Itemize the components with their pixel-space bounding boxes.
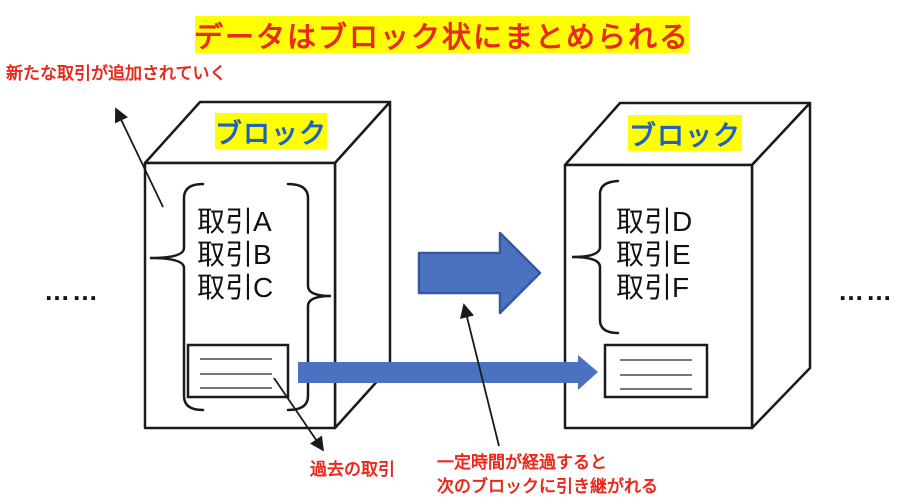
left-block-close-brace <box>286 182 332 412</box>
annotation-handover-line1: 一定時間が経過すると <box>437 453 607 472</box>
left-block-transactions: 取引A 取引B 取引C <box>197 205 273 304</box>
past-transactions-arrow <box>273 377 325 452</box>
transaction-b: 取引B <box>197 239 272 270</box>
new-transactions-arrow <box>114 107 164 208</box>
chain-ellipsis-left: …… <box>44 276 100 306</box>
annotation-handover: 一定時間が経過すると 次のブロックに引き継がれる <box>437 451 658 499</box>
right-block-transactions: 取引D 取引E 取引F <box>616 205 692 304</box>
annotation-past-transactions: 過去の取引 <box>310 460 395 479</box>
flow-arrow <box>417 231 542 315</box>
transaction-e: 取引E <box>616 239 691 270</box>
left-block-open-brace <box>149 182 205 412</box>
annotation-new-transactions: 新たな取引が追加されていく <box>6 64 227 83</box>
transaction-c: 取引C <box>197 272 274 303</box>
right-block-box <box>563 101 812 430</box>
right-block-open-brace <box>571 179 620 335</box>
left-past-tx-sheet <box>186 343 290 399</box>
right-past-tx-sheet <box>603 343 709 399</box>
transaction-f: 取引F <box>616 272 690 303</box>
braces <box>149 179 620 412</box>
transaction-a: 取引A <box>197 206 272 237</box>
left-block-box <box>143 100 392 430</box>
page-title: データはブロック状にまとめられる <box>194 16 689 54</box>
annotation-handover-line2: 次のブロックに引き継がれる <box>437 477 658 496</box>
handover-arrow <box>298 355 598 390</box>
chain-ellipsis-right: …… <box>838 276 894 306</box>
right-block-label: ブロック <box>628 115 742 151</box>
annotation-arrows <box>114 107 500 452</box>
transaction-d: 取引D <box>616 206 693 237</box>
left-block-label: ブロック <box>215 113 327 149</box>
handover-note-arrow <box>460 303 500 447</box>
